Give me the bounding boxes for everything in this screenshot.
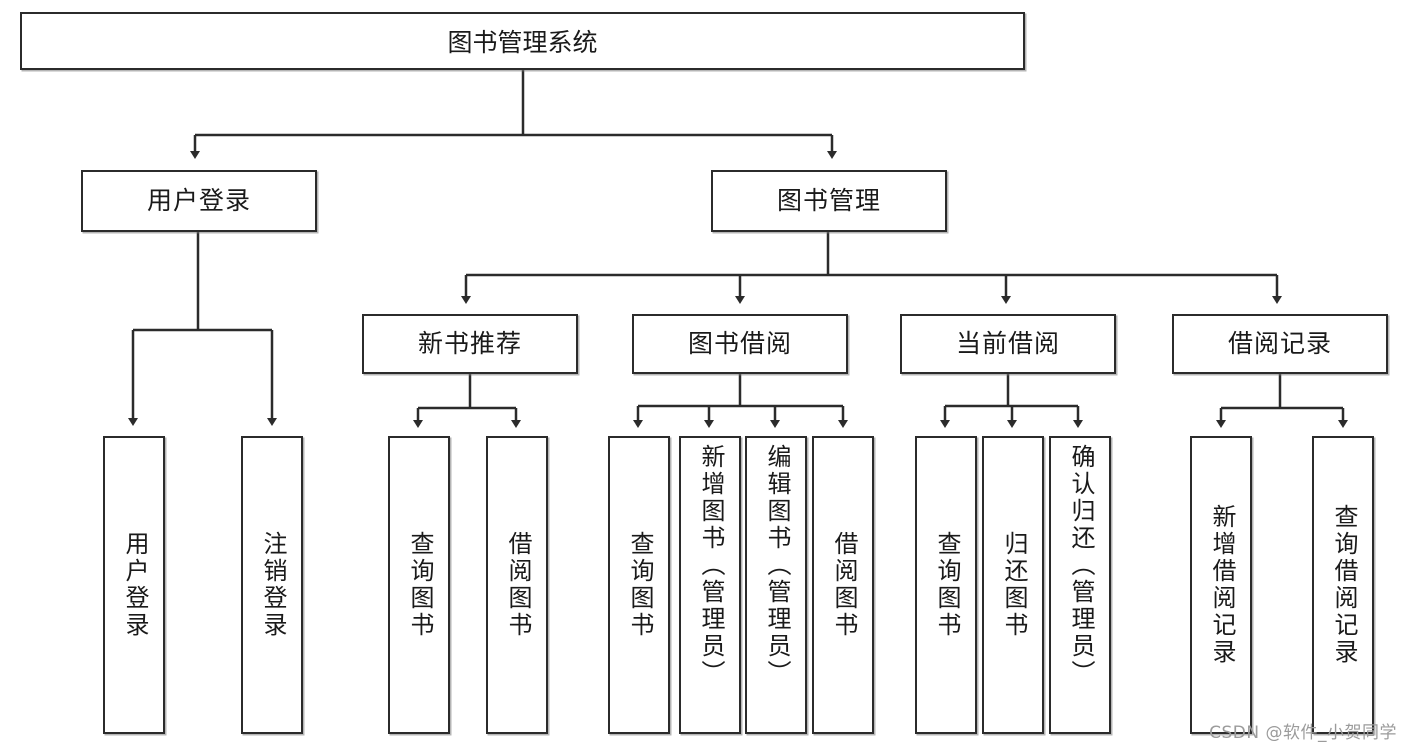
node-label: 借阅图书 (503, 531, 532, 639)
node-label: 查询图书 (625, 531, 654, 639)
leaf-recommend-query-book[interactable]: 查询图书 (388, 436, 450, 734)
node-label: 新书推荐 (417, 329, 522, 359)
node-label: 图书管理 (776, 186, 881, 216)
leaf-current-return-book[interactable]: 归还图书 (982, 436, 1044, 734)
leaf-record-query-record[interactable]: 查询借阅记录 (1312, 436, 1374, 734)
node-label: 注销登录 (258, 531, 287, 639)
node-label: 用户登录 (146, 186, 251, 216)
node-root-system[interactable]: 图书管理系统 (20, 12, 1025, 70)
node-label: 用户登录 (120, 531, 149, 639)
node-borrow-record[interactable]: 借阅记录 (1172, 314, 1388, 374)
node-label: 归还图书 (999, 531, 1028, 639)
node-label: 借阅图书 (829, 531, 858, 639)
node-label: 新增图书（管理员） (696, 444, 725, 687)
node-user-login[interactable]: 用户登录 (81, 170, 317, 232)
node-label: 新增借阅记录 (1207, 504, 1236, 666)
node-label: 查询借阅记录 (1329, 504, 1358, 666)
node-label: 借阅记录 (1227, 329, 1332, 359)
node-label: 图书借阅 (687, 329, 792, 359)
leaf-record-add-record[interactable]: 新增借阅记录 (1190, 436, 1252, 734)
leaf-current-query-book[interactable]: 查询图书 (915, 436, 977, 734)
node-new-book-recommend[interactable]: 新书推荐 (362, 314, 578, 374)
node-book-management[interactable]: 图书管理 (711, 170, 947, 232)
node-label: 编辑图书（管理员） (762, 444, 791, 687)
leaf-user-logout[interactable]: 注销登录 (241, 436, 303, 734)
node-label: 确认归还（管理员） (1066, 444, 1095, 687)
node-label: 查询图书 (932, 531, 961, 639)
leaf-borrow-add-book-admin[interactable]: 新增图书（管理员） (679, 436, 741, 734)
node-label: 查询图书 (405, 531, 434, 639)
watermark-text: CSDN @软件_小贺同学 (1209, 723, 1397, 743)
leaf-borrow-query-book[interactable]: 查询图书 (608, 436, 670, 734)
leaf-user-login[interactable]: 用户登录 (103, 436, 165, 734)
leaf-borrow-edit-book-admin[interactable]: 编辑图书（管理员） (745, 436, 807, 734)
leaf-recommend-borrow-book[interactable]: 借阅图书 (486, 436, 548, 734)
node-book-borrow[interactable]: 图书借阅 (632, 314, 848, 374)
leaf-borrow-borrow-book[interactable]: 借阅图书 (812, 436, 874, 734)
node-current-borrow[interactable]: 当前借阅 (900, 314, 1116, 374)
node-label: 当前借阅 (955, 329, 1060, 359)
leaf-current-confirm-return-admin[interactable]: 确认归还（管理员） (1049, 436, 1111, 734)
node-label: 图书管理系统 (447, 28, 598, 57)
